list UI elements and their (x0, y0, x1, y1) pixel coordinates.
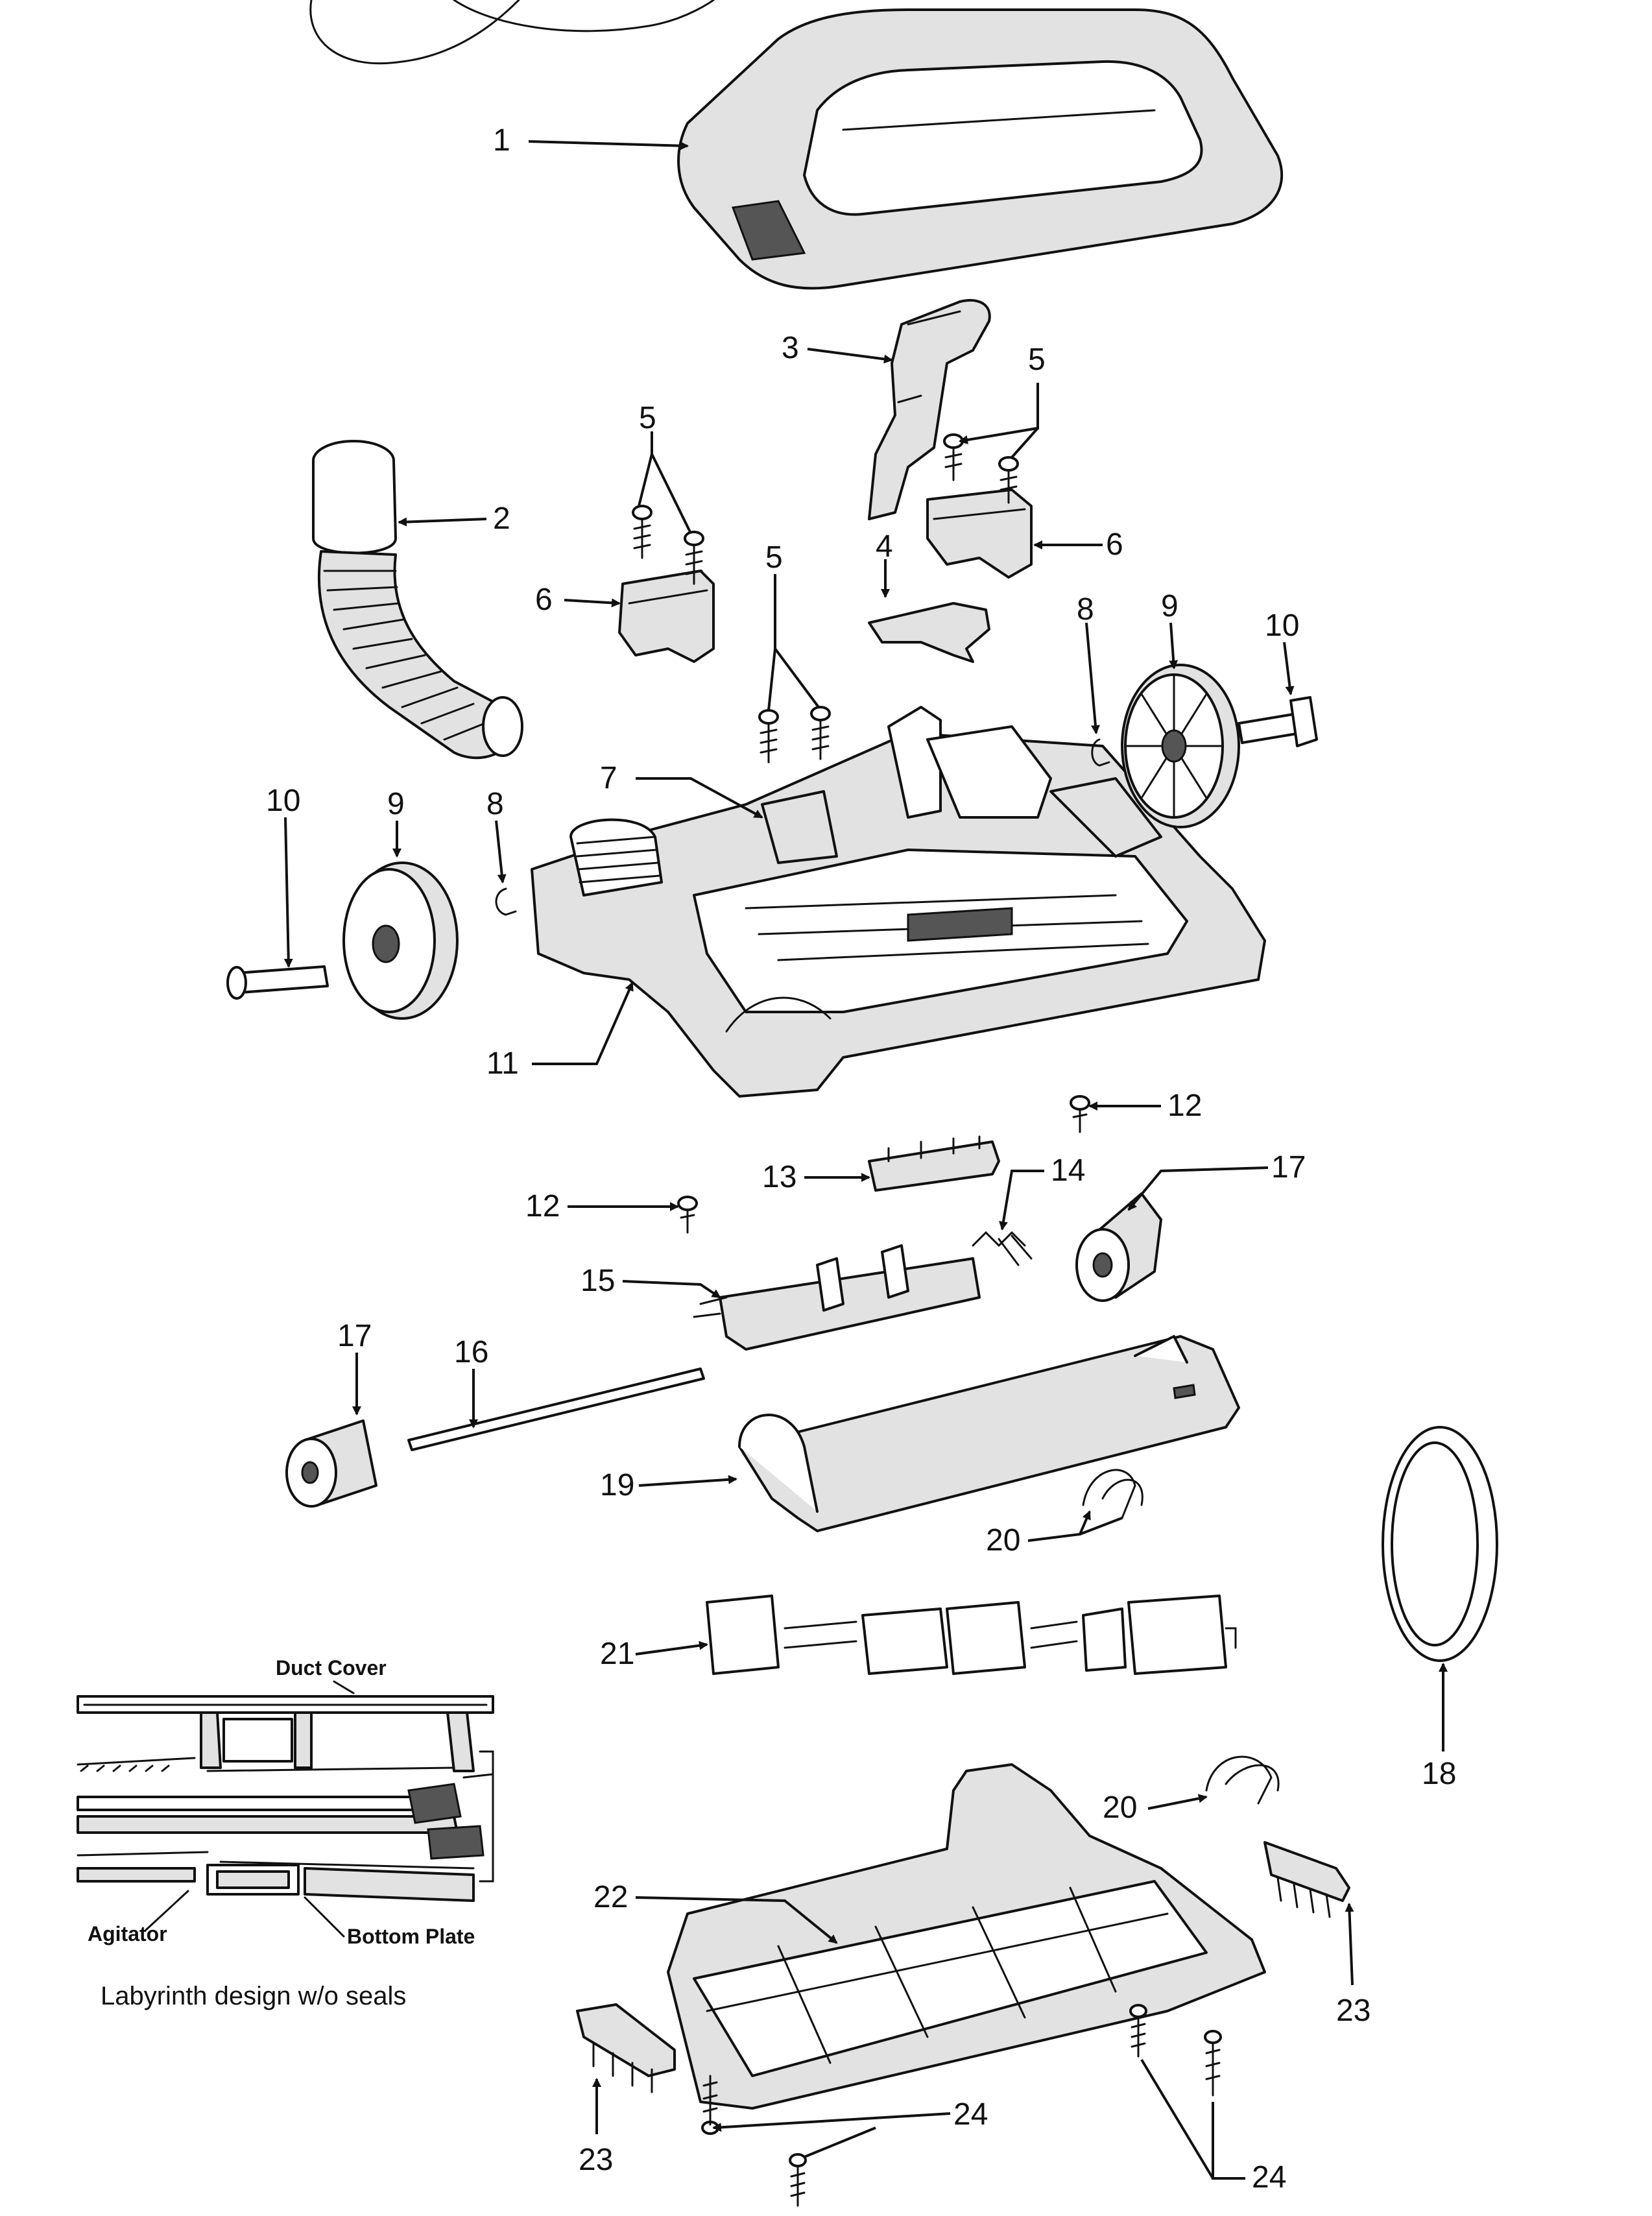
screw (632, 505, 652, 559)
callout-23b: 23 (579, 2143, 613, 2177)
power-cord-fragment (309, 0, 520, 65)
callout-5c: 5 (765, 540, 783, 575)
callout-17b: 17 (337, 1319, 372, 1353)
screw (1129, 2004, 1147, 2058)
screw (998, 456, 1019, 504)
part-2-hose (312, 440, 523, 760)
callout-21: 21 (600, 1637, 634, 1671)
inset-label-agitator: Agitator (88, 1922, 167, 1945)
part-9-wheel-left (342, 861, 459, 1020)
part-15-bracket-plate (693, 1244, 981, 1351)
callout-22: 22 (593, 1880, 628, 1914)
part-17-end-cap-left (285, 1419, 377, 1508)
callout-4: 4 (876, 529, 893, 564)
callout-1: 1 (493, 123, 510, 158)
callout-9b: 9 (387, 787, 405, 821)
inset-caption: Labyrinth design w/o seals (101, 1982, 406, 2010)
callout-13: 13 (762, 1160, 796, 1194)
part-6-bracket-right (926, 488, 1033, 579)
part-8-clip-right (1091, 738, 1110, 767)
callout-14: 14 (1051, 1153, 1085, 1188)
part-12-fastener-left (677, 1196, 698, 1234)
screw (943, 433, 964, 481)
callout-23a: 23 (1336, 1993, 1371, 2028)
part-14-spring (972, 1231, 1033, 1266)
inset-cross-section: Duct Cover Agitator Bottom Plate Labyrin… (77, 1656, 494, 2010)
callout-7: 7 (600, 761, 617, 795)
part-10-axle-right (1238, 696, 1318, 747)
part-21-agitator (706, 1595, 1237, 1675)
part-16-shaft (407, 1367, 705, 1451)
part-6-bracket-left (618, 570, 715, 663)
screw (810, 706, 831, 760)
callout-15: 15 (581, 1264, 615, 1298)
callout-12b: 12 (525, 1189, 560, 1223)
callout-20b: 20 (1103, 1790, 1137, 1825)
callout-18: 18 (1422, 1757, 1456, 1791)
part-18-belt (1382, 1426, 1498, 1662)
callout-numbers: 1 2 3 4 5 5 5 6 6 7 8 8 9 9 10 10 11 12 … (266, 123, 1456, 2195)
callout-8a: 8 (1077, 592, 1094, 627)
part-20-clip-upper (1082, 1469, 1143, 1519)
callout-6a: 6 (535, 583, 553, 617)
part-10-axle-left (226, 965, 329, 1000)
inset-label-bottom-plate: Bottom Plate (347, 1925, 475, 1948)
callout-3: 3 (782, 331, 799, 365)
part-4-clip (868, 602, 990, 663)
part-17-end-cap-right (1075, 1192, 1162, 1302)
callout-24b: 24 (1252, 2160, 1286, 2195)
part-3-handle-release-pedal (868, 299, 991, 520)
screw (758, 709, 779, 764)
part-13-switch (868, 1135, 1000, 1192)
callout-5a: 5 (639, 401, 656, 435)
callout-9a: 9 (1161, 589, 1179, 623)
part-8-clip-left (495, 887, 517, 916)
callout-20a: 20 (986, 1523, 1020, 1558)
part-12-fastener-right (1070, 1095, 1090, 1133)
callout-10b: 10 (266, 784, 300, 818)
callout-8b: 8 (486, 787, 504, 821)
part-23-brush-right (1263, 1841, 1350, 1918)
screw (684, 531, 704, 585)
part-5-screws (632, 433, 1019, 764)
callout-19: 19 (600, 1468, 634, 1502)
callout-12a: 12 (1167, 1089, 1202, 1123)
callout-24a: 24 (953, 2097, 988, 2132)
part-20-clip-lower (1205, 1755, 1280, 1805)
callout-10a: 10 (1265, 608, 1299, 643)
screw (1204, 2030, 1222, 2097)
leader-lines (283, 140, 1448, 2180)
callout-17a: 17 (1271, 1150, 1306, 1185)
part-24-screws (701, 2004, 1222, 2207)
part-9-wheel-right (1121, 664, 1240, 828)
part-1-hood (677, 8, 1284, 290)
part-23-brush-left (576, 2003, 676, 2093)
callout-16: 16 (454, 1335, 488, 1369)
part-19-belt-guard (738, 1335, 1240, 1532)
callout-11: 11 (486, 1046, 519, 1081)
part-11-base-housing (531, 706, 1266, 1098)
part-22-bottom-plate (667, 1763, 1266, 2110)
callout-2: 2 (493, 501, 510, 536)
callout-5b: 5 (1028, 343, 1046, 377)
screw (789, 2153, 807, 2207)
inset-label-duct-cover: Duct Cover (276, 1656, 387, 1680)
callout-6b: 6 (1106, 527, 1123, 562)
